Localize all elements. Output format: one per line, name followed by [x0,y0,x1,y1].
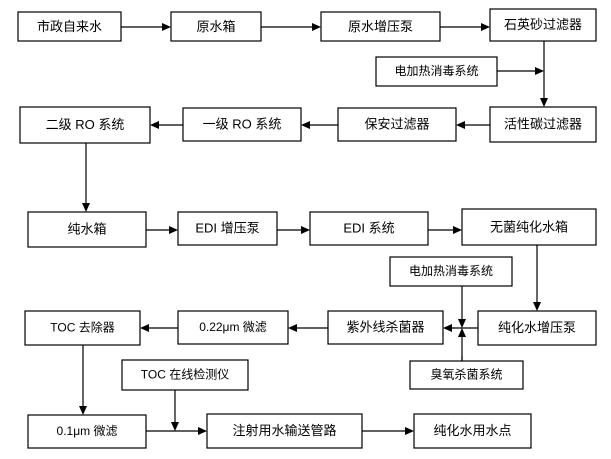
node-pure-water-tank[interactable]: 纯水箱 [27,211,147,248]
node-activated-carbon-filter[interactable]: 活性碳过滤器 [489,106,597,143]
node-label: 原水增压泵 [348,19,413,34]
node-electric-heating-sterilization-2[interactable]: 电加热消毒系统 [389,256,513,287]
node-toc-remover[interactable]: TOC 去除器 [24,310,141,346]
edge-ro2-to-purewatertank [82,143,90,212]
node-purified-water-booster-pump[interactable]: 纯化水增压泵 [477,310,597,346]
edge-rawtank-to-rawpump [261,23,321,31]
edge-heatsterilizer2-to-junction [458,286,466,328]
node-label: 电加热消毒系统 [394,64,478,78]
node-label: 纯水箱 [67,221,106,236]
node-label: 市政自来水 [37,19,102,34]
node-ro-stage-1[interactable]: 一级 RO 系统 [182,107,302,142]
edge-filter022-to-tocremover [140,324,178,332]
node-uv-sterilizer[interactable]: 紫外线杀菌器 [327,310,444,345]
edge-rawpump-to-sandfilter [440,23,490,31]
node-edi-system[interactable]: EDI 系统 [309,211,429,246]
node-security-filter[interactable]: 保安过滤器 [337,107,457,142]
edge-wfi-pipeline-to-pwusepoint [362,427,414,435]
edge-securityfilter-to-ro1 [301,121,338,129]
node-label: TOC 去除器 [50,320,114,335]
node-sterile-purified-water-tank[interactable]: 无菌纯化水箱 [461,208,597,246]
edge-tapwater-to-rawtank [121,23,171,31]
edge-layer [79,23,548,435]
node-label: 一级 RO 系统 [203,116,282,131]
edge-sandfilter-to-carbonfilter [540,41,548,107]
node-label: 原水箱 [196,19,235,34]
node-raw-water-booster-pump[interactable]: 原水增压泵 [320,11,441,42]
node-label: 纯化水用水点 [433,423,511,438]
node-ozone-sterilization-system[interactable]: 臭氧杀菌系统 [409,360,524,390]
node-label: 无菌纯化水箱 [490,219,568,234]
node-edi-booster-pump[interactable]: EDI 增压泵 [177,211,278,246]
node-label: 0.22μm 微滤 [199,320,267,334]
node-electric-heating-sterilization-1[interactable]: 电加热消毒系统 [375,56,498,87]
node-label: 紫外线杀菌器 [346,319,424,334]
node-label: 0.1μm 微滤 [57,424,118,438]
edge-carbonfilter-to-securityfilter [456,121,490,129]
node-label: 二级 RO 系统 [46,117,125,132]
node-wfi-distribution-pipeline[interactable]: 注射用水输送管路 [206,413,363,449]
node-label: 活性碳过滤器 [504,116,582,131]
node-label: EDI 增压泵 [195,220,259,235]
node-toc-online-analyzer[interactable]: TOC 在线检测仪 [121,359,249,391]
edge-edipump-to-edisystem [277,226,310,234]
edge-heatsterilizer1-to-trunk [497,67,544,75]
node-tap-water[interactable]: 市政自来水 [17,11,122,42]
node-label: 纯化水增压泵 [498,320,576,335]
node-label: 石英砂过滤器 [504,17,582,32]
node-label: 臭氧杀菌系统 [430,367,502,382]
node-purified-water-use-point[interactable]: 纯化水用水点 [413,413,532,449]
edge-ro1-to-ro2 [150,121,183,129]
node-microfilter-022[interactable]: 0.22μm 微滤 [177,310,289,345]
edge-tocremover-to-filter01 [79,345,87,415]
node-raw-water-tank[interactable]: 原水箱 [170,11,262,42]
node-label: TOC 在线检测仪 [141,367,229,382]
node-ro-stage-2[interactable]: 二级 RO 系统 [19,106,151,144]
node-layer: 市政自来水 原水箱 原水增压泵 石英砂过滤器 电加热消毒系统 活性碳过滤器 [17,8,597,449]
node-label: EDI 系统 [343,220,394,235]
edge-pwpump-to-uvsterilizer [443,324,478,332]
node-quartz-sand-filter[interactable]: 石英砂过滤器 [489,8,597,42]
node-label: 电加热消毒系统 [409,264,493,278]
edge-steriletank-to-pwpump [533,245,541,311]
edge-purewatertank-to-edipump [146,226,178,234]
edge-toconline-to-wfi-pipeline [171,390,179,431]
node-label: 注射用水输送管路 [232,423,336,438]
node-label: 保安过滤器 [364,116,429,131]
edge-edisystem-to-steriletank [428,226,462,234]
node-microfilter-01[interactable]: 0.1μm 微滤 [27,414,147,449]
edge-filter01-to-wfi-pipeline [146,427,207,435]
edge-uvsterilizer-to-filter022 [288,324,328,332]
